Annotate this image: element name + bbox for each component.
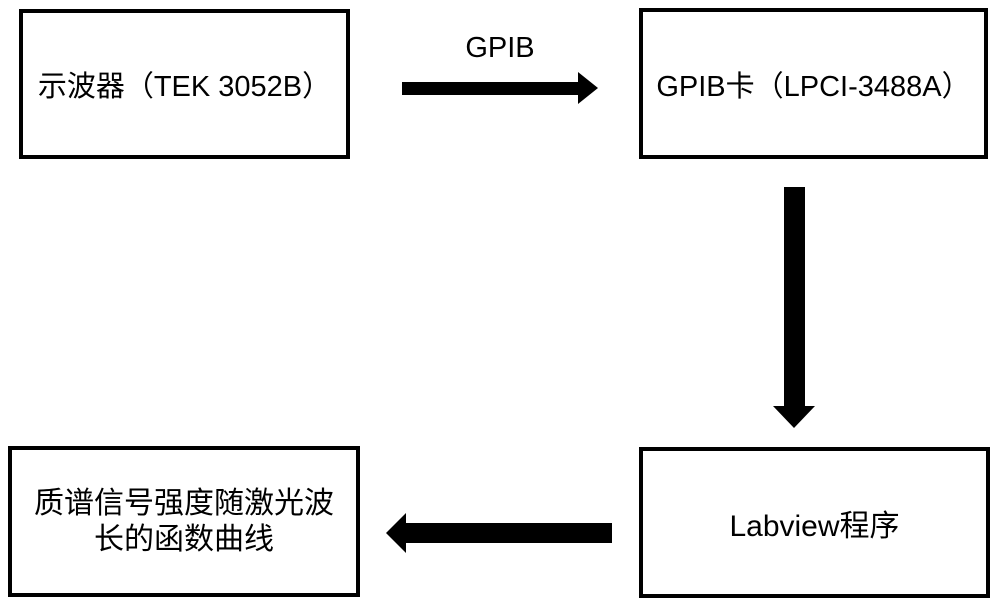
edge-label-gpib: GPIB bbox=[465, 32, 535, 64]
arrow-right-icon bbox=[402, 72, 598, 104]
node-oscilloscope-label: 示波器（TEK 3052B） bbox=[37, 71, 332, 103]
arrow-left-icon bbox=[386, 513, 612, 553]
node-labview-label: Labview程序 bbox=[729, 509, 900, 543]
node-gpib-card: GPIB卡（LPCI-3488A） bbox=[639, 8, 988, 159]
arrow-down-icon bbox=[773, 187, 815, 428]
node-result-curve: 质谱信号强度随激光波长的函数曲线 bbox=[8, 446, 360, 597]
node-result-curve-label: 质谱信号强度随激光波长的函数曲线 bbox=[34, 487, 334, 556]
node-oscilloscope: 示波器（TEK 3052B） bbox=[19, 9, 350, 159]
node-labview: Labview程序 bbox=[639, 447, 990, 598]
node-gpib-card-label: GPIB卡（LPCI-3488A） bbox=[656, 70, 971, 103]
